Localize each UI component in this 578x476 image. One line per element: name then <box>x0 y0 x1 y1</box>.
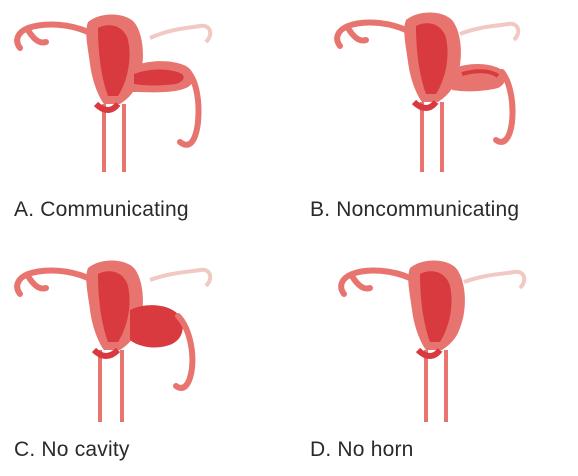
panel-c-no-cavity: C. No cavity <box>0 250 280 440</box>
cervix-vagina <box>414 102 442 172</box>
cervix-vagina <box>94 350 122 422</box>
rudimentary-horn-solid <box>130 305 192 388</box>
caption-d: D. No horn <box>310 438 414 462</box>
caption-b: B. Noncommunicating <box>310 198 519 222</box>
cervix-vagina <box>96 104 124 172</box>
uterus-diagram-b <box>310 0 578 190</box>
caption-a: A. Communicating <box>14 198 189 222</box>
right-tube-faint <box>464 272 524 288</box>
cervix-vagina <box>418 350 446 422</box>
rudimentary-horn <box>450 64 513 142</box>
rudimentary-horn <box>128 61 199 145</box>
uterus-diagram-c <box>0 250 280 440</box>
right-tube-faint <box>460 24 518 40</box>
left-tube <box>17 25 88 48</box>
panel-d-no-horn: D. No horn <box>310 250 578 440</box>
left-tube <box>341 271 410 294</box>
panel-a-communicating: A. Communicating <box>0 0 280 190</box>
caption-c: C. No cavity <box>14 438 130 462</box>
uterus-diagram-d <box>310 250 578 440</box>
right-tube-faint <box>150 270 210 286</box>
right-tube-faint <box>150 26 210 42</box>
panel-b-noncommunicating: B. Noncommunicating <box>310 0 578 190</box>
left-tube <box>17 271 88 294</box>
uterus-diagram-a <box>0 0 280 190</box>
left-tube <box>337 23 406 46</box>
unicornuate-uterus <box>408 261 465 351</box>
